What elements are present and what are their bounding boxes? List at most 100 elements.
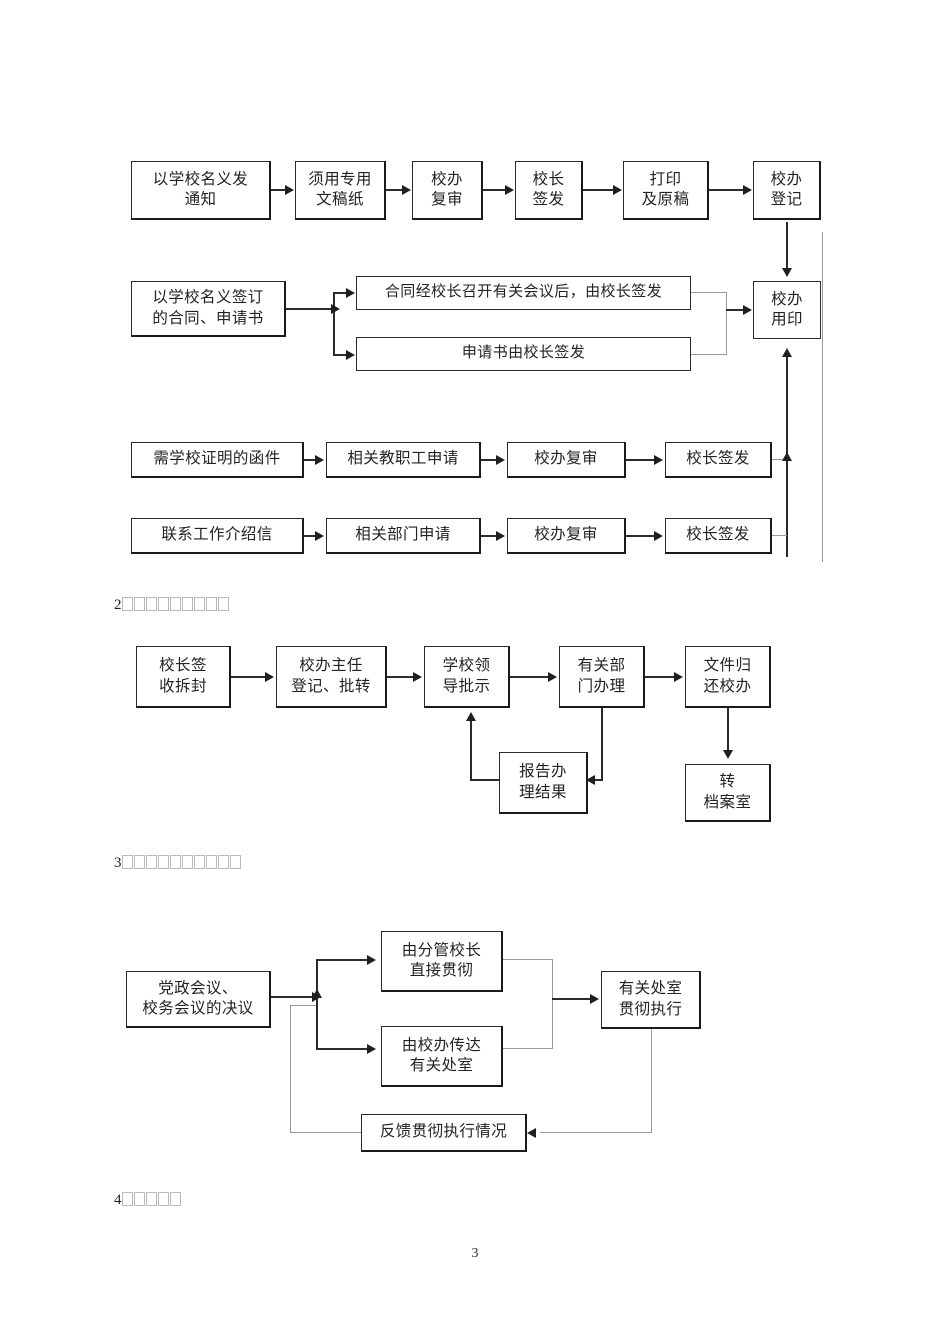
arrow-head-icon [548, 672, 557, 682]
connector [304, 535, 316, 537]
connector [726, 292, 727, 355]
arrow-head-icon [674, 672, 683, 682]
flow-node: 校长签 收拆封 [136, 646, 231, 708]
connector [481, 535, 497, 537]
flow-node: 合同经校长召开有关会议后，由校长签发 [356, 276, 691, 310]
heading-glyphs [122, 1192, 182, 1208]
flow-node: 相关教职工申请 [326, 442, 481, 478]
flow-node: 需学校证明的函件 [131, 442, 304, 478]
connector [231, 676, 266, 678]
connector [626, 535, 655, 537]
connector [709, 189, 744, 191]
arrow-head-icon [586, 775, 595, 785]
flow-node: 申请书由校长签发 [356, 337, 691, 371]
arrow-head-icon [346, 350, 355, 360]
heading-number: 2 [114, 597, 122, 613]
connector [271, 996, 313, 998]
connector [540, 1132, 652, 1133]
connector [583, 189, 614, 191]
flow-node: 以学校名义发 通知 [131, 161, 271, 220]
flow-node: 校办复审 [507, 518, 626, 554]
flow-node: 须用专用 文稿纸 [295, 161, 386, 220]
arrow-head-icon [782, 348, 792, 357]
arrow-head-icon [466, 712, 476, 721]
connector [483, 189, 506, 191]
arrow-head-icon [613, 185, 622, 195]
connector [510, 676, 549, 678]
flow-node: 由校办传达 有关处室 [381, 1026, 503, 1087]
arrow-head-icon [590, 994, 599, 1004]
flow-node: 有关处室 贯彻执行 [601, 971, 701, 1029]
connector [316, 959, 368, 961]
arrow-head-icon [527, 1128, 536, 1138]
heading-glyphs [122, 855, 242, 871]
arrow-head-icon [496, 531, 505, 541]
flow-node: 文件归 还校办 [685, 646, 771, 708]
connector [727, 708, 729, 752]
section-heading-2: 2 [114, 597, 230, 614]
flow-node: 打印 及原稿 [623, 161, 709, 220]
flow-node: 联系工作介绍信 [131, 518, 304, 554]
arrow-head-icon [743, 305, 752, 315]
flow-node: 由分管校长 直接贯彻 [381, 931, 503, 992]
flow-node: 校办 用印 [753, 281, 821, 339]
flow-node: 党政会议、 校务会议的决议 [126, 971, 271, 1028]
arrow-head-icon [346, 288, 355, 298]
connector [316, 959, 318, 1050]
flow-node: 校长签发 [665, 442, 772, 478]
connector [651, 1029, 652, 1133]
heading-number: 4 [114, 1192, 122, 1208]
page-number: 3 [471, 1246, 479, 1261]
flow-node: 报告办 理结果 [499, 752, 588, 814]
arrow-head-icon [367, 955, 376, 965]
connector [691, 354, 727, 355]
connector [290, 1005, 291, 1133]
flow-node: 校办 复审 [412, 161, 483, 220]
arrow-head-icon [367, 1044, 376, 1054]
arrow-head-icon [505, 185, 514, 195]
connector [286, 308, 332, 310]
arrow-head-icon [413, 672, 422, 682]
flow-node: 有关部 门办理 [559, 646, 645, 708]
connector [271, 189, 286, 191]
flow-node: 转 档案室 [685, 764, 771, 822]
arrow-head-icon [312, 989, 322, 998]
arrow-head-icon [496, 455, 505, 465]
connector [304, 459, 316, 461]
connector [645, 676, 675, 678]
flow-node: 学校领 导批示 [424, 646, 510, 708]
flow-node: 以学校名义签订 的合同、申请书 [131, 281, 286, 337]
connector [726, 309, 744, 311]
connector [470, 721, 472, 780]
section-heading-3: 3 [114, 855, 242, 872]
flow-node: 校办主任 登记、批转 [276, 646, 387, 708]
arrow-head-icon [265, 672, 274, 682]
connector [290, 1132, 362, 1133]
connector [290, 1005, 316, 1006]
heading-number: 3 [114, 855, 122, 871]
connector [387, 676, 414, 678]
connector [503, 1048, 553, 1049]
page-rule [822, 232, 823, 562]
connector [470, 779, 500, 781]
connector [552, 959, 553, 1049]
flow-node: 反馈贯彻执行情况 [361, 1114, 527, 1152]
flow-node: 校长签发 [665, 518, 772, 554]
arrow-head-icon [654, 455, 663, 465]
connector [552, 998, 591, 1000]
heading-glyphs [122, 597, 230, 613]
connector [333, 292, 335, 356]
connector [333, 292, 347, 294]
connector [503, 959, 553, 960]
arrow-head-icon [331, 304, 340, 314]
arrow-head-icon [782, 452, 792, 461]
flow-node: 校办 登记 [753, 161, 821, 220]
connector [601, 708, 603, 781]
connector [386, 189, 403, 191]
connector [772, 459, 787, 460]
arrow-head-icon [315, 531, 324, 541]
arrow-head-icon [723, 750, 733, 759]
connector [786, 222, 788, 271]
connector [772, 535, 787, 536]
